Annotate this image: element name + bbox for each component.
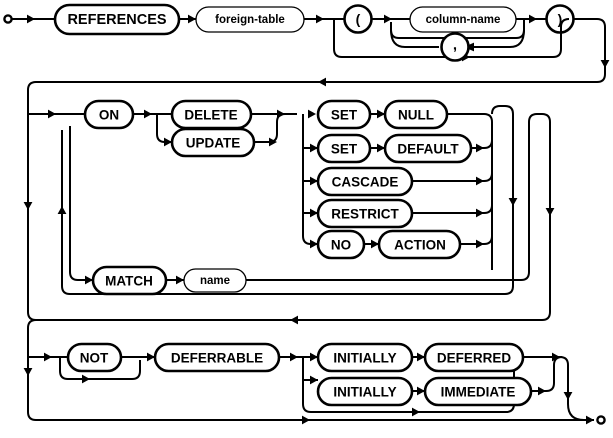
rail-split-to-update [156, 114, 172, 143]
arrow-icon [476, 143, 484, 153]
rail-on-group-loopback [61, 105, 514, 295]
node-set1-label: SET [331, 108, 358, 123]
node-comma-label: , [453, 37, 457, 54]
rail-paren-bypass [333, 19, 553, 58]
arrow-icon [23, 202, 33, 210]
rail-update-merge [254, 113, 286, 143]
node-no-label: NO [331, 238, 351, 253]
arrow-icon [310, 176, 318, 186]
rail-row1-to-row2-wrap [27, 18, 606, 106]
rail-bypass-merge-row1 [552, 18, 570, 58]
rail-row3-final-merge [567, 403, 594, 421]
node-update-label: UPDATE [186, 136, 241, 151]
rail-action-merge [460, 235, 493, 245]
rail-not-bypass [59, 357, 141, 380]
arrow-icon [188, 14, 196, 24]
node-set2-label: SET [331, 142, 358, 157]
node-lparen-label: ( [356, 11, 361, 27]
arrow-icon [44, 352, 52, 362]
rail-to-match [69, 126, 93, 281]
node-restrict-label: RESTRICT [331, 207, 399, 222]
arrow-icon [600, 60, 610, 68]
arrow-icon [476, 208, 484, 218]
node-initially2-label: INITIALLY [333, 385, 396, 400]
arrow-icon [269, 137, 277, 147]
arrow-icon [538, 386, 546, 396]
rail-null-merge [447, 113, 493, 270]
arrow-icon [290, 315, 298, 325]
arrow-icon [310, 208, 318, 218]
arrow-icon [310, 239, 318, 249]
arrow-icon [23, 368, 33, 376]
arrow-icon [310, 352, 318, 362]
arrow-icon [552, 352, 560, 362]
rail-name-merge-row2out [246, 113, 551, 312]
node-column-name-label: column-name [426, 14, 501, 26]
arrow-icon [412, 407, 420, 417]
node-references-label: REFERENCES [67, 12, 166, 28]
arrow-icon [586, 415, 594, 425]
arrow-icon [417, 386, 425, 396]
node-default-label: DEFAULT [397, 142, 459, 157]
arrow-icon [377, 109, 385, 119]
arrow-icon [371, 239, 379, 249]
node-on-label: ON [99, 108, 119, 123]
arrow-icon [310, 143, 318, 153]
node-name-label: name [200, 275, 230, 287]
rail-immediate-merge [531, 356, 563, 392]
rail-cascade-merge [412, 172, 493, 182]
arrow-icon [290, 352, 298, 362]
arrow-icon [302, 415, 310, 425]
start-marker-icon [3, 14, 13, 24]
arrow-icon [27, 14, 35, 24]
arrow-icon [310, 375, 318, 385]
arrow-icon [85, 275, 93, 285]
node-comma-box [440, 32, 470, 62]
node-delete-label: DELETE [184, 108, 237, 123]
node-null-label: NULL [398, 108, 434, 123]
arrow-icon [318, 77, 326, 87]
arrow-icon [82, 374, 90, 384]
arrow-icon [563, 392, 573, 400]
arrow-icon [316, 14, 324, 24]
arrow-icon [508, 198, 518, 206]
arrow-icon [176, 275, 184, 285]
arrow-icon [144, 109, 152, 119]
rail-row2-left-spine [27, 106, 37, 321]
arrow-icon [147, 352, 155, 362]
rail-default-merge [471, 139, 493, 149]
arrow-icon [529, 14, 537, 24]
arrow-icon [545, 208, 555, 216]
node-rparen-label: ) [558, 11, 563, 27]
node-match-label: MATCH [105, 274, 153, 289]
rail-comma-enter [390, 29, 439, 48]
node-lparen-box [343, 4, 373, 34]
arrow-icon [48, 109, 56, 119]
node-cascade-label: CASCADE [332, 175, 399, 190]
arrow-icon [417, 352, 425, 362]
node-deferrable-label: DEFERRABLE [171, 351, 263, 366]
arrow-icon [377, 143, 385, 153]
node-deferred-label: DEFERRED [437, 351, 512, 366]
node-initially1-label: INITIALLY [333, 351, 396, 366]
node-immediate-label: IMMEDIATE [441, 385, 516, 400]
arrow-icon [308, 109, 316, 119]
node-action-label: ACTION [394, 238, 446, 253]
rail-comma-return [474, 29, 525, 48]
rail-initially-bypass [302, 357, 515, 413]
arrow-icon [476, 239, 484, 249]
rail-restrict-merge [412, 204, 493, 214]
end-marker-icon [596, 415, 606, 425]
rail-row2-to-row3-wrap [36, 311, 551, 321]
arrow-icon [164, 137, 172, 147]
arrow-icon [476, 176, 484, 186]
node-foreign-table-label: foreign-table [215, 14, 285, 26]
arrow-icon [277, 109, 285, 119]
node-not-label: NOT [80, 351, 109, 366]
arrow-icon [57, 206, 67, 214]
arrow-icon [384, 14, 392, 24]
